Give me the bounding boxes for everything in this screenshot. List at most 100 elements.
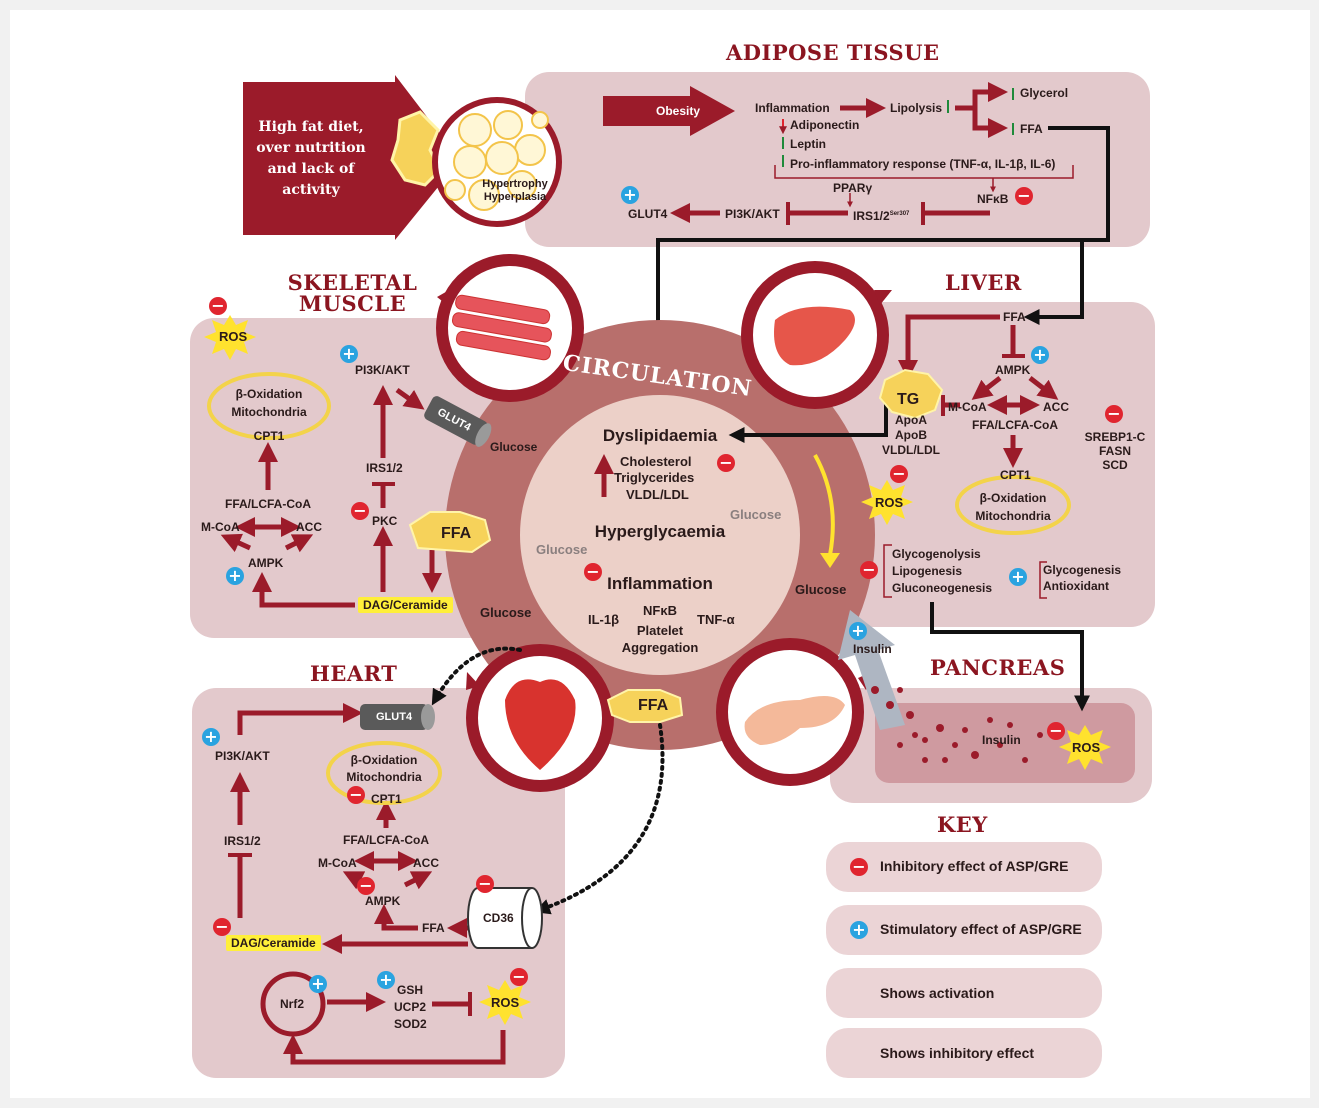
skeletal-pi3k-label: PI3K/AKT xyxy=(355,363,410,377)
liver-panel xyxy=(790,302,1155,627)
adipose-irs-label: IRS1/2Ser307 xyxy=(853,207,909,223)
liver-srebp-list: SREBP1-C FASN SCD xyxy=(1080,430,1150,472)
key-minus-icon: − xyxy=(850,858,868,876)
skeletal-dag-pill: DAG/Ceramide xyxy=(358,597,453,613)
minus-icon: − xyxy=(209,297,227,315)
glycogenesis-label: Glycogenesis xyxy=(1043,563,1122,577)
liver-ampk-label: AMPK xyxy=(995,363,1031,377)
insulin-label: Insulin xyxy=(982,733,1021,747)
minus-icon: − xyxy=(213,918,231,936)
heart-irs-label: IRS1/2 xyxy=(224,834,261,848)
plus-icon: + xyxy=(377,971,395,989)
key-inhibitory-box xyxy=(826,842,1102,892)
skeletal-ffa-label: FFA xyxy=(441,525,472,542)
heart-beta-ox-label: β-Oxidation xyxy=(350,753,418,767)
diet-line: High fat diet, xyxy=(258,119,364,135)
liver-title: LIVER xyxy=(945,270,1022,295)
heart-panel xyxy=(192,688,565,1078)
key-plus-icon: + xyxy=(850,921,868,939)
skeletal-irs-label: IRS1/2 xyxy=(366,461,403,475)
diet-text: High fat diet, over nutrition and lack o… xyxy=(250,117,372,201)
pancreas-title: PANCREAS xyxy=(930,655,1066,680)
key-activation-label: Shows activation xyxy=(880,985,995,1001)
liver-vldl-label: VLDL/LDL xyxy=(882,443,940,457)
heart-acc-label: ACC xyxy=(413,856,439,870)
heart-mcoa-label: M-CoA xyxy=(318,856,357,870)
liver-ffa-lcfa-label: FFA/LCFA-CoA xyxy=(972,418,1058,432)
ucp2-label: UCP2 xyxy=(394,1000,427,1014)
pancreas-ros-label: ROS xyxy=(1072,740,1101,755)
circulation-nfkb-label: NFκB xyxy=(643,603,677,618)
adipose-inflammation-label: Inflammation xyxy=(755,101,830,115)
key-title: KEY xyxy=(937,812,988,837)
liver-apob-label: ApoB xyxy=(895,428,927,442)
plus-icon: + xyxy=(226,567,244,585)
dyslipidaemia-label: Dyslipidaemia xyxy=(602,426,718,445)
diet-line: and lack of xyxy=(267,161,355,177)
hyper-text: Hypertrophy Hyperplasia xyxy=(470,178,560,204)
skeletal-glucose-label: Glucose xyxy=(490,440,538,454)
minus-icon: − xyxy=(584,563,602,581)
leptin-label: Leptin xyxy=(790,137,826,151)
skeletal-beta-ox-label: β-Oxidation xyxy=(235,387,303,401)
heart-ffa-label: FFA xyxy=(422,921,445,935)
liver-ffa-label: FFA xyxy=(1003,310,1026,324)
minus-icon: − xyxy=(476,875,494,893)
minus-icon: − xyxy=(347,786,365,804)
plus-icon: + xyxy=(1031,346,1049,364)
skeletal-title-line2: MUSCLE xyxy=(298,291,407,316)
pancreas-inner-panel xyxy=(875,703,1135,783)
minus-icon: − xyxy=(1047,722,1065,740)
skeletal-cpt1-label: CPT1 xyxy=(253,429,285,443)
circulation-glucose-left: Glucose xyxy=(536,542,588,557)
diet-line: activity xyxy=(282,182,340,198)
fasn-label: FASN xyxy=(1098,444,1131,458)
glycogenolysis-label: Glycogenolysis xyxy=(892,547,981,561)
adipose-nfkb-label: NFκB xyxy=(977,192,1009,206)
heart-dag-pill: DAG/Ceramide xyxy=(226,935,321,951)
insulin-arrow xyxy=(838,610,905,730)
heart-glut4-label: GLUT4 xyxy=(376,711,413,723)
il1b-label: IL-1β xyxy=(588,612,620,627)
glycerol-label: Glycerol xyxy=(1020,86,1069,100)
fat-cluster xyxy=(390,110,442,187)
insulin-dots xyxy=(871,686,1043,763)
circulation-vldl-label: VLDL/LDL xyxy=(626,487,689,502)
heart-glut4-cylinder xyxy=(360,704,428,730)
nrf2-label: Nrf2 xyxy=(280,997,305,1011)
srebp-label: SREBP1-C xyxy=(1084,430,1146,444)
tnf-label: TNF-α xyxy=(697,612,735,627)
adipose-pi3k-label: PI3K/AKT xyxy=(725,207,780,221)
key-stimulatory-box xyxy=(826,905,1102,955)
skeletal-mcoa-label: M-CoA xyxy=(201,520,240,534)
heart-ampk-label: AMPK xyxy=(365,894,401,908)
minus-icon: − xyxy=(1015,187,1033,205)
skeletal-mito-label: Mitochondria xyxy=(231,405,307,419)
skeletal-ffa-lcfa-label: FFA/LCFA-CoA xyxy=(225,497,311,511)
diet-line: over nutrition xyxy=(256,140,366,156)
heart-cpt1-label: CPT1 xyxy=(371,792,402,806)
adipocyte-cells xyxy=(444,110,549,211)
obesity-label: Obesity xyxy=(656,104,701,118)
circulation-inflammation-label: Inflammation xyxy=(607,574,713,593)
liver-acc-label: ACC xyxy=(1043,400,1069,414)
plus-icon: + xyxy=(340,345,358,363)
liver-cpt1-label: CPT1 xyxy=(1000,468,1031,482)
skeletal-ros-label: ROS xyxy=(219,329,248,344)
antioxidant-label: Antioxidant xyxy=(1043,579,1109,593)
minus-icon: − xyxy=(1105,405,1123,423)
minus-icon: − xyxy=(351,502,369,520)
minus-icon: − xyxy=(890,465,908,483)
minus-icon: − xyxy=(860,561,878,579)
ros-bursts xyxy=(204,315,1111,1025)
liver-beta-ox-label: β-Oxidation xyxy=(979,491,1047,505)
heart-mito-label: Mitochondria xyxy=(346,770,422,784)
skeletal-title-line1: SKELETAL xyxy=(287,270,418,295)
adipose-title: ADIPOSE TISSUE xyxy=(726,40,940,65)
skeletal-pkc-label: PKC xyxy=(372,514,398,528)
pancreas-shape xyxy=(744,696,845,745)
insulin-arrow-label: Insulin xyxy=(853,642,892,656)
key-inhibition-box xyxy=(826,1028,1102,1078)
aggregation-label: Aggregation xyxy=(621,640,699,655)
